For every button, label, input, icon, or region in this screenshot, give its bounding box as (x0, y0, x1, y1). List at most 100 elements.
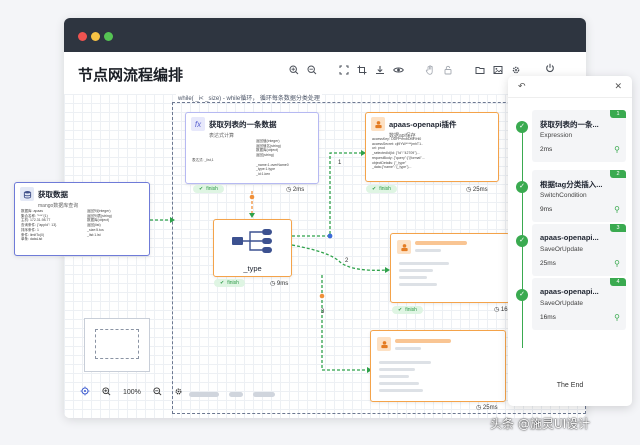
param-row: 数据库: apaas (21, 209, 43, 213)
locate-pin-icon[interactable]: ⚲ (614, 259, 620, 268)
plugin-icon (377, 337, 391, 351)
plugin-icon (397, 240, 411, 254)
minimize-window-dot[interactable] (91, 32, 100, 41)
close-icon[interactable]: ✕ (614, 81, 622, 91)
minimap-viewport[interactable] (95, 329, 139, 359)
edge-handle[interactable] (249, 194, 255, 200)
panel-header: ↶ ✕ (508, 76, 632, 98)
status-text: finish (405, 307, 417, 313)
node-title: _type (243, 264, 262, 273)
status-badge: ✔finish (193, 185, 224, 193)
placeholder-bar (229, 392, 243, 397)
clock-icon: ◷ (494, 307, 501, 313)
folder-icon[interactable] (472, 62, 488, 78)
param-row: 返回(string) (256, 153, 274, 158)
placeholder-bar (189, 392, 219, 397)
locate-pin-icon[interactable]: ⚲ (614, 205, 620, 214)
node-get-list-item[interactable]: fx 获取列表的一条数据 表达式计算 表达式: _list,1 返回值(inte… (185, 112, 319, 184)
skeleton-title (415, 241, 467, 245)
check-icon: ✓ (516, 235, 528, 247)
node-timing: ◷ 25ms (476, 404, 498, 411)
node-header: 获取数据 (15, 183, 149, 203)
param-row: _size:5.tos (87, 227, 104, 232)
timing-value: 9ms (276, 281, 289, 287)
hand-icon[interactable] (422, 62, 438, 78)
param-row: _type:1.type (256, 167, 276, 172)
zoom-out-icon[interactable] (153, 386, 162, 398)
locate-icon[interactable] (80, 386, 90, 398)
canvas-minimap[interactable] (84, 318, 150, 372)
back-icon[interactable]: ↶ (518, 81, 526, 91)
step-card[interactable]: 1 获取列表的一条... Expression 2ms ⚲ (532, 110, 626, 162)
power-toggle[interactable] (530, 60, 570, 76)
edge-switch-to-api3[interactable] (321, 275, 370, 371)
settings-icon[interactable] (508, 62, 524, 78)
status-text: finish (379, 186, 391, 192)
placeholder-bar (253, 392, 275, 397)
node-fetch-data[interactable]: 获取数据 mango数据库查询 数据库: apaas 集合名称: "***"(1… (14, 182, 150, 256)
clock-icon: ◷ (270, 281, 277, 287)
step-title: apaas-openapi... (540, 287, 599, 296)
step-type: SwitchCondition (540, 192, 587, 199)
edge-switch-to-api1[interactable] (292, 152, 364, 237)
node-timing: ◷ 25ms (466, 186, 488, 193)
step-index-badge: 4 (610, 278, 626, 286)
locate-pin-icon[interactable]: ⚲ (614, 145, 620, 154)
param-row: 返回列表(string) (87, 213, 112, 218)
param-row: _name:1.overName0 (256, 162, 289, 167)
param-row: _data:{"name":"{_type"}... (372, 165, 412, 170)
param-row: uri: prod (372, 146, 385, 151)
edge-switch-to-api2[interactable] (291, 244, 389, 271)
settings-icon[interactable] (174, 387, 183, 398)
param-row: 返回值(integer) (256, 139, 280, 143)
arrowhead (367, 367, 372, 373)
step-card[interactable]: 4 apaas-openapi... SaveOrUpdate 16ms ⚲ (532, 278, 626, 330)
node-type-switch[interactable]: _type (213, 219, 292, 277)
param-row: 数据库(object) (87, 218, 110, 223)
param-row: 主机: 172.31.98.77 (21, 218, 51, 223)
node-title: apaas-openapi插件 (389, 119, 457, 129)
param-row: 单条: dataList (21, 237, 43, 242)
edge-label-1: 1 (338, 160, 342, 166)
check-icon: ✔ (199, 186, 204, 192)
locate-pin-icon[interactable]: ⚲ (614, 313, 620, 322)
page-title: 节点网流程编排 (78, 66, 184, 84)
zoom-out-icon[interactable] (304, 62, 320, 78)
step-card[interactable]: 2 根据tag分类插入... SwitchCondition 9ms ⚲ (532, 170, 626, 222)
close-window-dot[interactable] (78, 32, 87, 41)
skeleton-line (399, 269, 433, 272)
node-openapi-save-2[interactable] (390, 233, 510, 303)
power-icon[interactable] (545, 63, 555, 73)
status-badge: ✔finish (366, 185, 397, 193)
step-card[interactable]: 3 apaas-openapi... SaveOrUpdate 25ms ⚲ (532, 224, 626, 276)
node-params-right: 返回值(integer) 返回值名(string) 数据库(object) 返回… (256, 139, 289, 177)
zoom-in-icon[interactable] (102, 386, 111, 398)
step-title: 获取列表的一条... (540, 120, 599, 129)
node-params-right: 返回列(integer) 返回列表(string) 数据库(object) 返回… (87, 209, 112, 237)
status-text: finish (206, 186, 218, 192)
fit-view-icon[interactable] (336, 62, 352, 78)
param-row: _selectedId(Id: {"id":"42709"}... (372, 151, 420, 156)
param-row: _list:1.lst (87, 232, 101, 237)
watermark-text: 头条 @施灵UI设计 (490, 417, 591, 431)
node-openapi-save-3[interactable] (370, 330, 506, 402)
step-time: 9ms (540, 206, 553, 213)
node-subtitle: mango数据库查询 (38, 203, 79, 209)
node-subtitle: 表达式计算 (209, 133, 235, 139)
edge-handle[interactable] (327, 233, 333, 239)
param-row: 查询条件: {"appId": 13} (21, 223, 57, 228)
step-index-badge: 3 (610, 224, 626, 232)
lock-icon[interactable] (440, 62, 456, 78)
crop-icon[interactable] (354, 62, 370, 78)
download-icon[interactable] (372, 62, 388, 78)
zoom-in-icon[interactable] (286, 62, 302, 78)
image-icon[interactable] (490, 62, 506, 78)
maximize-window-dot[interactable] (104, 32, 113, 41)
preview-icon[interactable] (390, 62, 406, 78)
clock-icon: ◷ (476, 405, 483, 411)
check-icon: ✔ (398, 307, 403, 313)
status-badge: ✔finish (214, 279, 245, 287)
edge-handle[interactable] (319, 293, 325, 299)
node-openapi-save[interactable]: apaas-openapi插件 数据api保存 accessKey: ODH**… (365, 112, 499, 182)
